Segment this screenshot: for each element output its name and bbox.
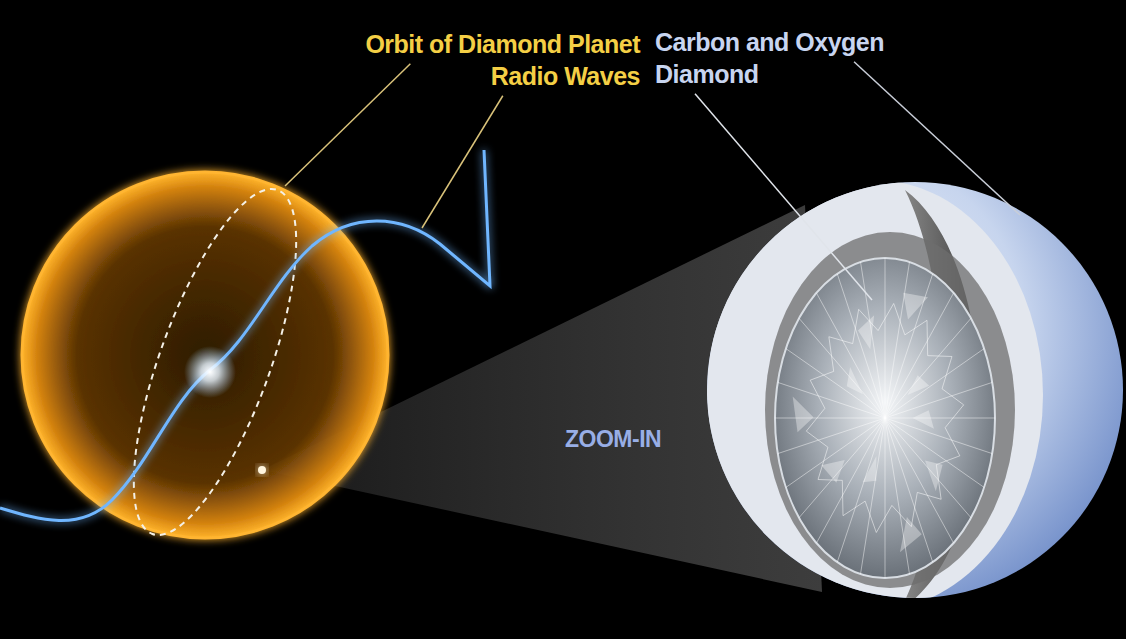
diamond-facet [806,303,963,532]
diamond-facet [778,418,885,454]
orbit-path [101,171,330,553]
orbit-label: Orbit of Diamond Planet [365,30,640,59]
diamond-facet [885,418,995,419]
diamond-sparkle [793,397,814,433]
diamond-sparkle [821,460,844,483]
orbit-sphere [22,172,388,538]
diamond-facet [885,418,886,578]
diamond-facet [885,382,992,418]
diamond-facet [885,418,933,562]
radio-wave [0,150,490,521]
diamond-facet [799,418,885,518]
diamond-facet [816,418,885,543]
diamond-facet [885,293,954,418]
diamond-facet [885,418,909,574]
diamond-sparkle [900,517,922,552]
diamond-facet [837,274,885,418]
core-label: Diamond [655,60,758,89]
diamond-sparkle [858,315,874,349]
diamond-facet [861,262,885,418]
diamond-facet [885,318,971,418]
diamond-sparkle [925,460,943,491]
diamond-sparkle [903,293,928,320]
diamond-sparkle [847,367,863,394]
zoom-label: ZOOM-IN [565,426,661,452]
diamond-facet [885,258,886,418]
mantle-ring [765,232,1015,588]
layer-label: Carbon and Oxygen [655,28,884,57]
diamond-sparkle [863,456,877,482]
diamond-sparkle [913,410,934,428]
radio-label: Radio Waves [491,62,640,91]
cut-face [707,180,1043,610]
diamond-facet [837,418,885,562]
diamond-facet [885,274,933,418]
leader-line [422,96,503,228]
diamond-facet [885,349,984,418]
leader-line [854,62,1020,215]
leader-line [285,64,410,186]
diamond-sparkle [907,375,929,395]
diamond-facet [775,418,885,419]
diamond-core [775,258,995,578]
planet-dot [258,466,266,474]
pulsar [184,346,236,398]
leader-line [695,94,872,300]
